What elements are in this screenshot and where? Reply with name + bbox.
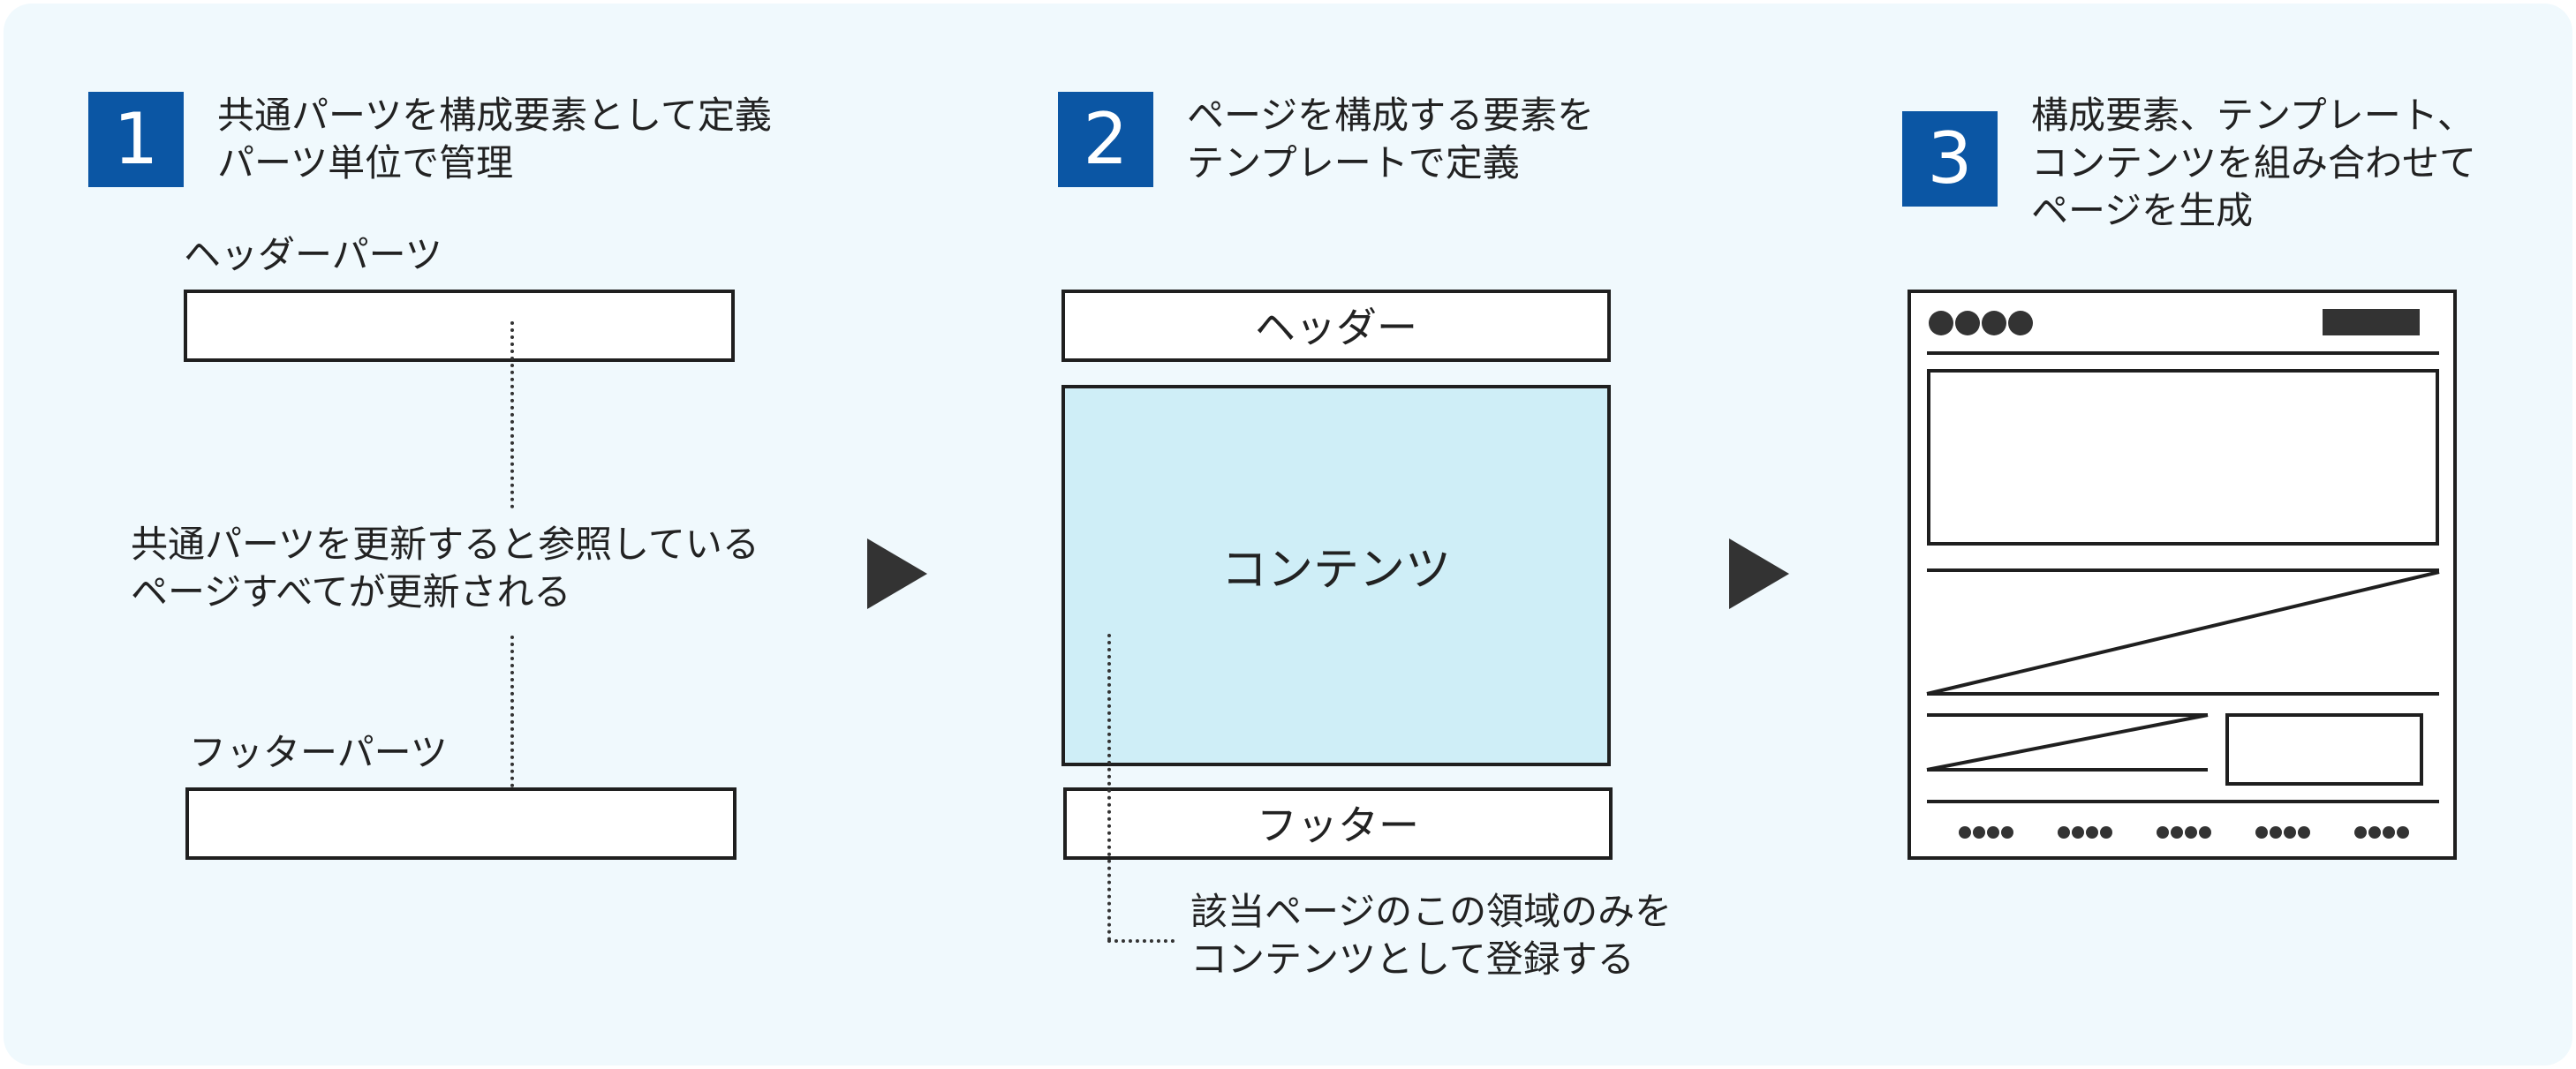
wireframe-footer-dot-icon	[2368, 826, 2381, 839]
template-header-box: ヘッダー	[1061, 290, 1611, 362]
wireframe-footer-dot-icon	[2185, 826, 2197, 839]
step-1-badge: 1	[88, 92, 184, 187]
update-note-line-1: 共通パーツを更新すると参照している	[131, 523, 759, 566]
step-1-title: 共通パーツを構成要素として定義 パーツ単位で管理	[217, 92, 772, 187]
step-1-title-line-2: パーツ単位で管理	[217, 141, 514, 184]
content-callout-line	[1107, 634, 1111, 941]
template-footer-box: フッター	[1063, 787, 1613, 860]
step-2-title-line-2: テンプレートで定義	[1187, 141, 1520, 184]
wireframe-footer-dot-icon	[2058, 826, 2070, 839]
step-3-badge: 3	[1902, 111, 1998, 207]
wireframe-logo-dot-icon	[1955, 311, 1980, 335]
wireframe-nav-bar	[2323, 309, 2420, 335]
template-content-label: コンテンツ	[1220, 544, 1451, 597]
wireframe-content-lines	[1926, 568, 2440, 803]
wireframe-footer-dot-icon	[2072, 826, 2084, 839]
update-note-line-2: ページすべてが更新される	[131, 570, 571, 614]
template-content-area: コンテンツ	[1061, 385, 1611, 766]
content-note: 該当ページのこの領域のみを コンテンツとして登録する	[1190, 888, 1672, 983]
wireframe-footer-dot-icon	[2171, 826, 2183, 839]
wireframe-footer-dot-icon	[1959, 826, 1971, 839]
wireframe-footer-dot-icon	[2270, 826, 2282, 839]
header-part-box	[184, 290, 735, 362]
wireframe-footer-dot-icon	[2255, 826, 2268, 839]
update-note: 共通パーツを更新すると参照している ページすべてが更新される	[131, 521, 759, 616]
update-connector-top	[510, 321, 514, 508]
footer-part-box	[185, 787, 737, 860]
step-3-title-line-2: コンテンツを組み合わせて	[2031, 141, 2477, 184]
header-part-label: ヘッダーパーツ	[184, 233, 442, 276]
content-note-line-1: 該当ページのこの領域のみを	[1190, 890, 1673, 933]
step-2-title-line-1: ページを構成する要素を	[1187, 94, 1595, 137]
wireframe-footer-dot-icon	[2199, 826, 2211, 839]
template-footer-label: フッター	[1257, 802, 1419, 849]
step-2-badge: 2	[1058, 92, 1153, 187]
wireframe-diagonal	[1926, 713, 2209, 772]
update-connector-bottom	[510, 636, 514, 823]
wireframe-header-rule	[1927, 351, 2439, 355]
template-header-label: ヘッダー	[1255, 304, 1417, 351]
wireframe-side-box	[2225, 713, 2423, 786]
step-1-title-line-1: 共通パーツを構成要素として定義	[217, 94, 772, 137]
wireframe-footer-dot-icon	[2383, 826, 2395, 839]
wireframe-footer-dot-icon	[2354, 826, 2367, 839]
wireframe-logo-dot-icon	[2008, 311, 2033, 335]
arrow-right-icon	[1729, 538, 1789, 609]
wireframe-hero-block	[1927, 369, 2439, 546]
generated-page-wireframe	[1907, 290, 2457, 860]
wireframe-logo-dot-icon	[1982, 311, 2006, 335]
arrow-right-icon	[867, 538, 927, 609]
wireframe-footer-dot-icon	[2100, 826, 2112, 839]
footer-part-label: フッターパーツ	[189, 731, 448, 774]
step-2-title: ページを構成する要素を テンプレートで定義	[1187, 92, 1594, 187]
wireframe-footer-dot-icon	[2298, 826, 2310, 839]
wireframe-footer-dot-icon	[1987, 826, 1999, 839]
wireframe-footer-dot-icon	[1973, 826, 1985, 839]
wireframe-diagonal	[1926, 570, 2440, 696]
wireframe-footer-dot-icon	[2397, 826, 2409, 839]
content-note-line-2: コンテンツとして登録する	[1190, 937, 1635, 981]
wireframe-footer-dot-icon	[2001, 826, 2013, 839]
wireframe-footer-dot-icon	[2284, 826, 2296, 839]
step-3-title-line-3: ページを生成	[2031, 189, 2254, 232]
step-3-title: 構成要素、テンプレート、 コンテンツを組み合わせて ページを生成	[2031, 92, 2476, 235]
step-3-title-line-1: 構成要素、テンプレート、	[2031, 94, 2474, 137]
wireframe-footer-dot-icon	[2086, 826, 2098, 839]
wireframe-logo-dot-icon	[1929, 311, 1953, 335]
wireframe-footer-dot-icon	[2157, 826, 2169, 839]
content-callout-tick	[1107, 939, 1175, 943]
